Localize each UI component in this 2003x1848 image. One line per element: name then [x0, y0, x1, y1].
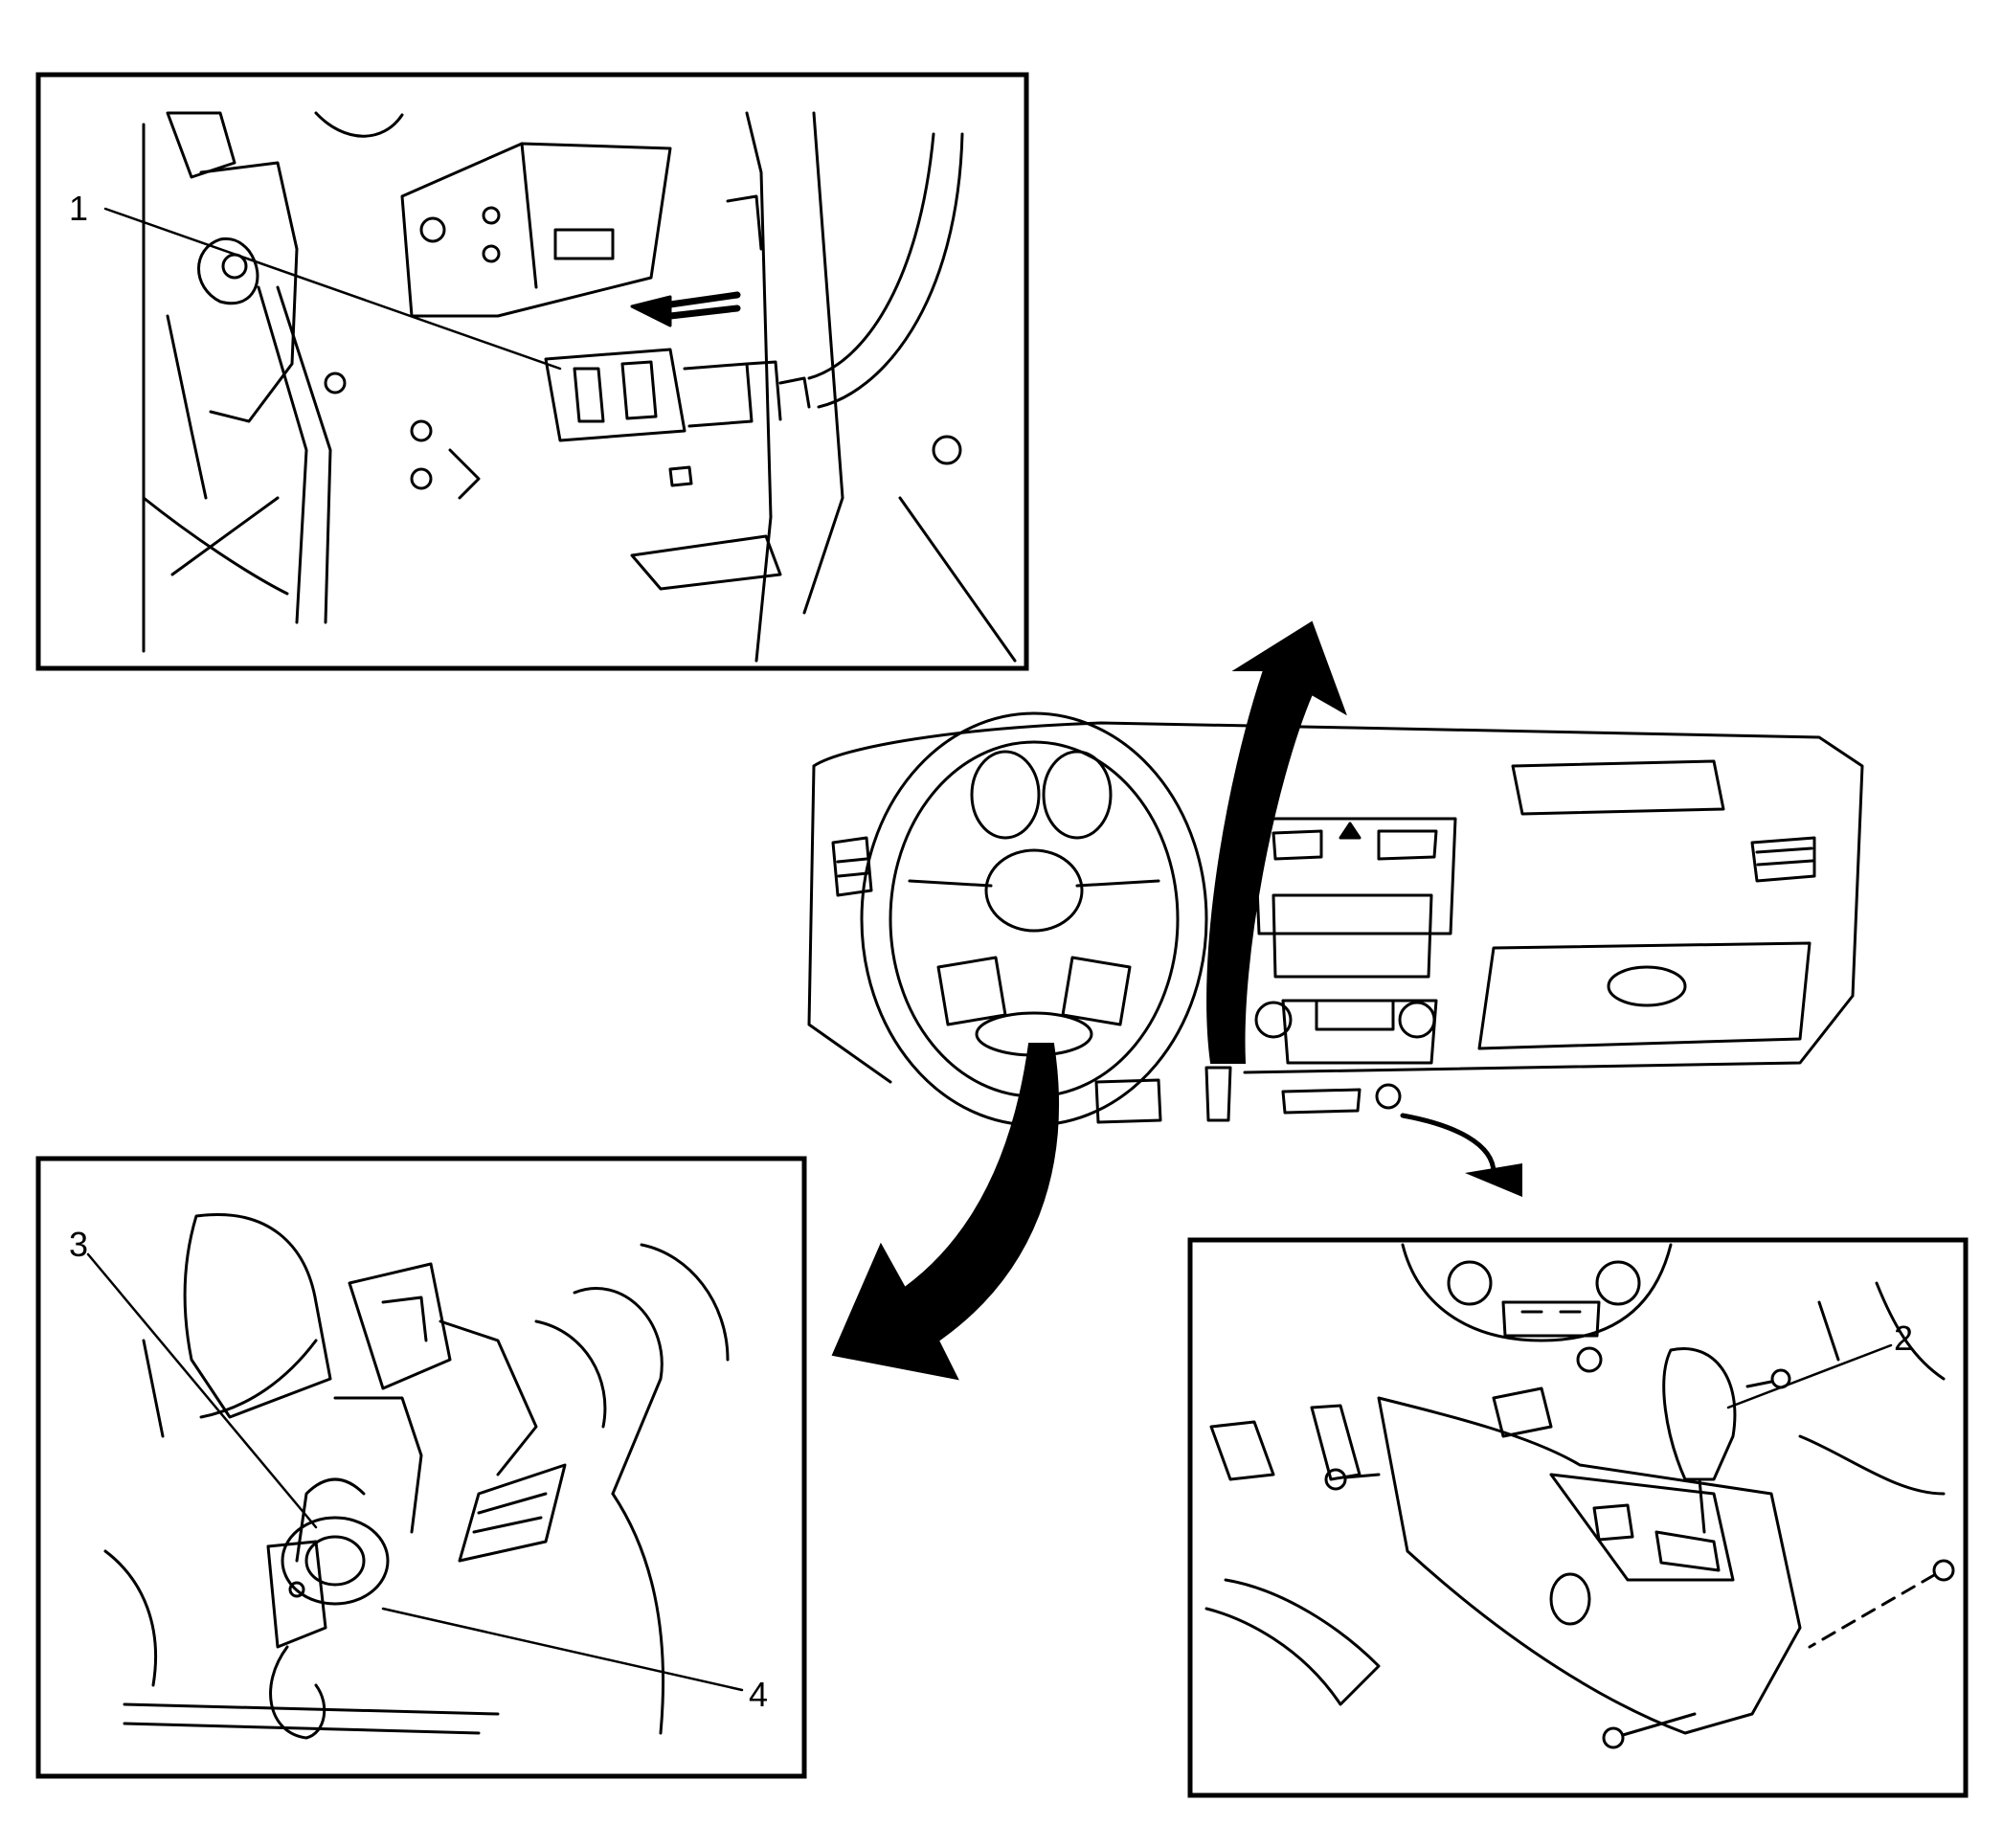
overview-instrument-panel — [807, 711, 1864, 1127]
arrow-to-connector-detail — [1206, 620, 1347, 1064]
callout-2: 2 — [1894, 1318, 1913, 1358]
panel-shift-console-detail: 2 — [1187, 1237, 1969, 1798]
arrow-to-console-detail — [1400, 1113, 1522, 1197]
callout-3: 3 — [69, 1225, 88, 1264]
callout-1: 1 — [69, 189, 88, 228]
panel-ignition-switch-detail: 3 4 — [35, 1156, 807, 1779]
callout-4: 4 — [749, 1675, 768, 1714]
panel-connector-detail: 1 — [35, 72, 1029, 671]
arrow-to-ignition-detail — [831, 1043, 1059, 1381]
